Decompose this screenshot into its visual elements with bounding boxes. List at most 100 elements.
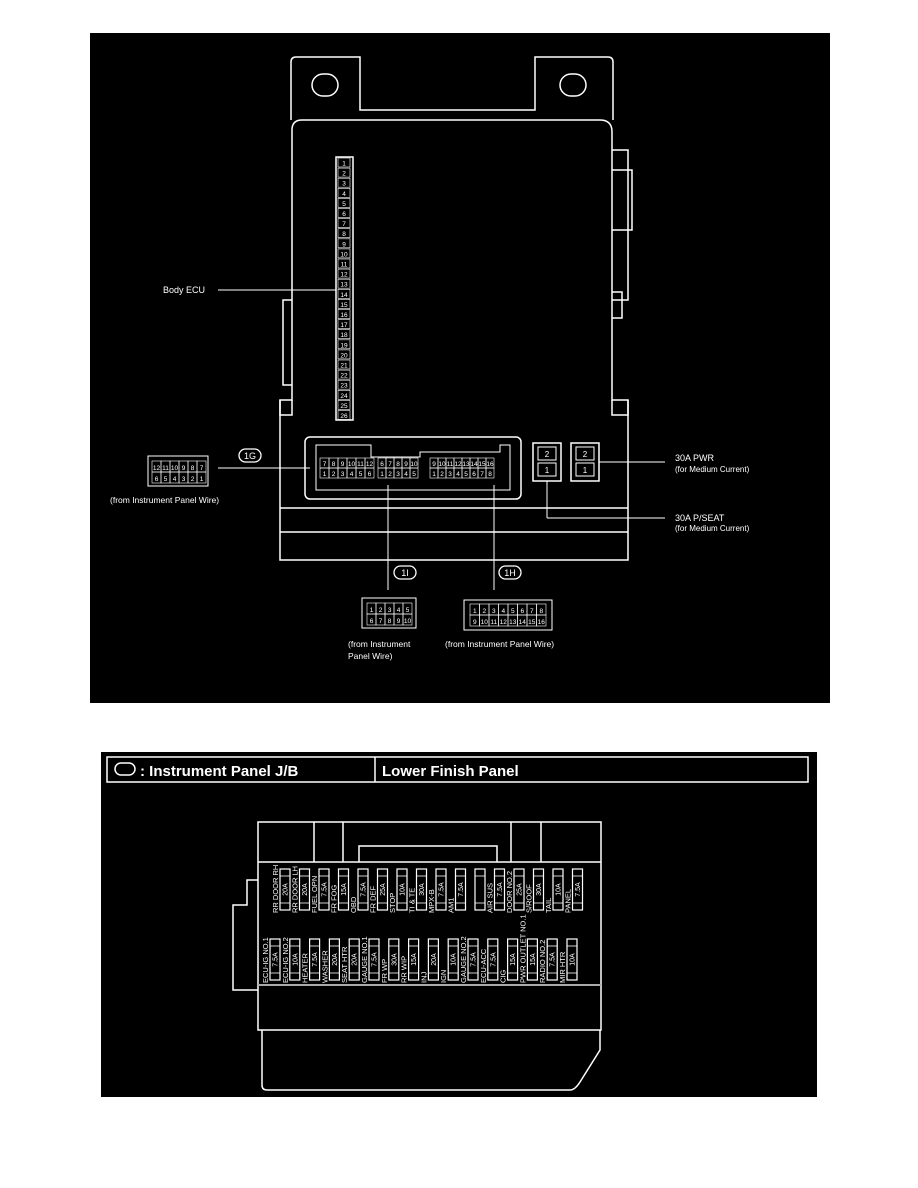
connector-1i-pin: 9 [397,618,401,625]
socket-1h-pin: 14 [470,461,478,468]
fuse-rating: 20A [352,953,359,966]
fuse-body [298,868,311,911]
top-panel [90,33,830,703]
connector-1h-pin: 5 [511,608,515,615]
socket-1i-pin: 1 [380,471,384,478]
ecu-pin-number: 24 [340,393,348,400]
connector-1g-housing [147,455,209,487]
relay-pin-number: 1 [583,466,588,475]
ecu-pin [337,410,351,420]
fuse-label: PANEL [564,889,573,913]
connector-1h-cell [536,614,547,627]
socket-1h-pin: 9 [432,461,436,468]
socket-1h-pin: 4 [456,471,460,478]
fuse-spare-slot[interactable] [474,868,486,911]
fuse-rating: 15A [341,883,348,896]
fuse-rating: 7.5A [322,882,329,897]
fuse-label: FUEL OPN [310,876,319,913]
fuse-rating: 25A [517,883,524,896]
socket-1g-pin: 4 [350,471,354,478]
connector-1i-pin: 10 [404,618,412,625]
socket-1h-pin: 6 [472,471,476,478]
fuse-label: RR DOOR LH [291,866,300,913]
connector-1i-pin: 3 [388,607,392,614]
connector-1i-pin: 1 [370,607,374,614]
socket-1i-pin: 3 [396,471,400,478]
connector-1g-pin: 8 [191,465,195,472]
fuse-body [435,868,447,911]
fuse-label: IGN [439,970,448,983]
fuse-body [447,938,459,981]
connector-1h-pin: 10 [481,619,489,626]
connector-1g-pin: 11 [162,465,169,472]
ecu-pin [337,359,351,370]
header-right: Lower Finish Panel [382,763,519,780]
relay-terminal [575,462,595,477]
fuse-body [546,938,558,981]
fuse-label: MIR HTR [558,951,567,983]
ecu-pin [337,157,351,168]
socket-1g-pin: 7 [323,461,327,468]
fuse-label: PWR OUTLET NO.1 [518,914,527,983]
fuse-label: SEAT HTR [340,946,349,983]
fuse-body [526,938,539,981]
relay-terminal [537,446,557,461]
connector-1i-pin: 7 [379,618,383,625]
socket-1h-pin: 8 [488,471,492,478]
fuse-rating: 20A [302,883,309,896]
ecu-pin [337,208,351,218]
fuse-rating: 7.5A [361,882,368,897]
fuse-body [396,868,408,911]
ecu-pin-number: 26 [340,413,348,420]
socket-1h-pin: 2 [440,471,444,478]
connector-1g-id: 1G [244,451,256,461]
fuse-rating: 20A [431,953,438,966]
ecu-pin [337,319,351,329]
fuse-label: TI & TE [408,888,417,913]
connector-1h-pin: 7 [530,608,534,615]
fuse-rating: 10A [570,953,577,966]
connector-1g-pin: 10 [171,465,179,472]
ecu-pin-number: 22 [340,373,348,380]
connector-1g-pin: 2 [191,476,195,483]
socket-1g-pin: 2 [332,471,336,478]
connector-1g-source: (from Instrument Panel Wire) [110,495,219,505]
fuse-rating: 30A [536,883,543,896]
fuse-label: INJ [419,972,428,984]
pwr-sub-label: (for Medium Current) [675,465,750,474]
fuse-label: MPX-B [427,889,436,913]
fuse-label: RR DOOR RH [271,865,280,913]
ecu-pin [337,400,351,410]
